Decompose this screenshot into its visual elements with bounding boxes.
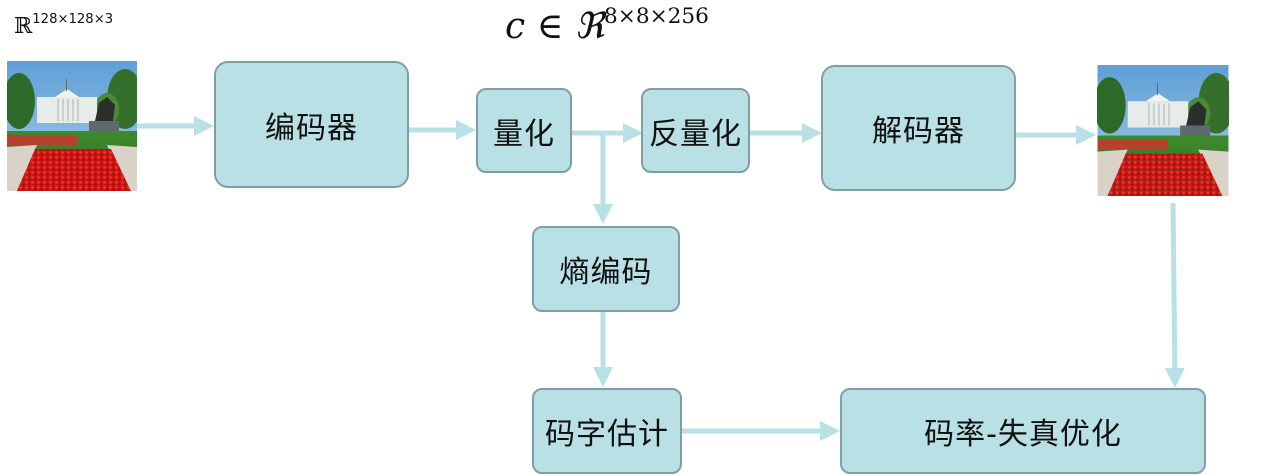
encoder-box: 编码器 <box>214 61 409 188</box>
latent-dimension-label: c ∈ ℜ8×8×256 <box>505 4 709 47</box>
rd-optimization-box: 码率-失真优化 <box>840 388 1206 474</box>
encoder-label: 编码器 <box>265 110 358 146</box>
arrow-output-to-rd <box>1164 202 1185 388</box>
bit-estimation-box: 码字估计 <box>532 388 682 474</box>
input-dimension-label: ℝ128×128×3 <box>14 12 114 39</box>
quantize-box: 量化 <box>476 88 572 173</box>
latent-dimension-exponent: 8×8×256 <box>604 4 709 29</box>
decoder-box: 解码器 <box>821 65 1016 191</box>
input-dimension-base: ℝ <box>14 14 33 39</box>
entropy-coding-label: 熵编码 <box>559 255 653 290</box>
latent-dimension-prefix: c ∈ ℜ <box>505 6 604 47</box>
quantize-label: 量化 <box>493 116 555 152</box>
input-dimension-exponent: 128×128×3 <box>32 12 114 27</box>
bit-estimation-label: 码字估计 <box>545 417 669 452</box>
dequantize-box: 反量化 <box>641 88 750 173</box>
input-image <box>7 61 137 191</box>
entropy-coding-box: 熵编码 <box>532 226 680 312</box>
dequantize-label: 反量化 <box>649 116 742 152</box>
decoder-label: 解码器 <box>872 114 965 149</box>
output-image <box>1097 65 1229 196</box>
rd-optimization-label: 码率-失真优化 <box>924 417 1122 452</box>
